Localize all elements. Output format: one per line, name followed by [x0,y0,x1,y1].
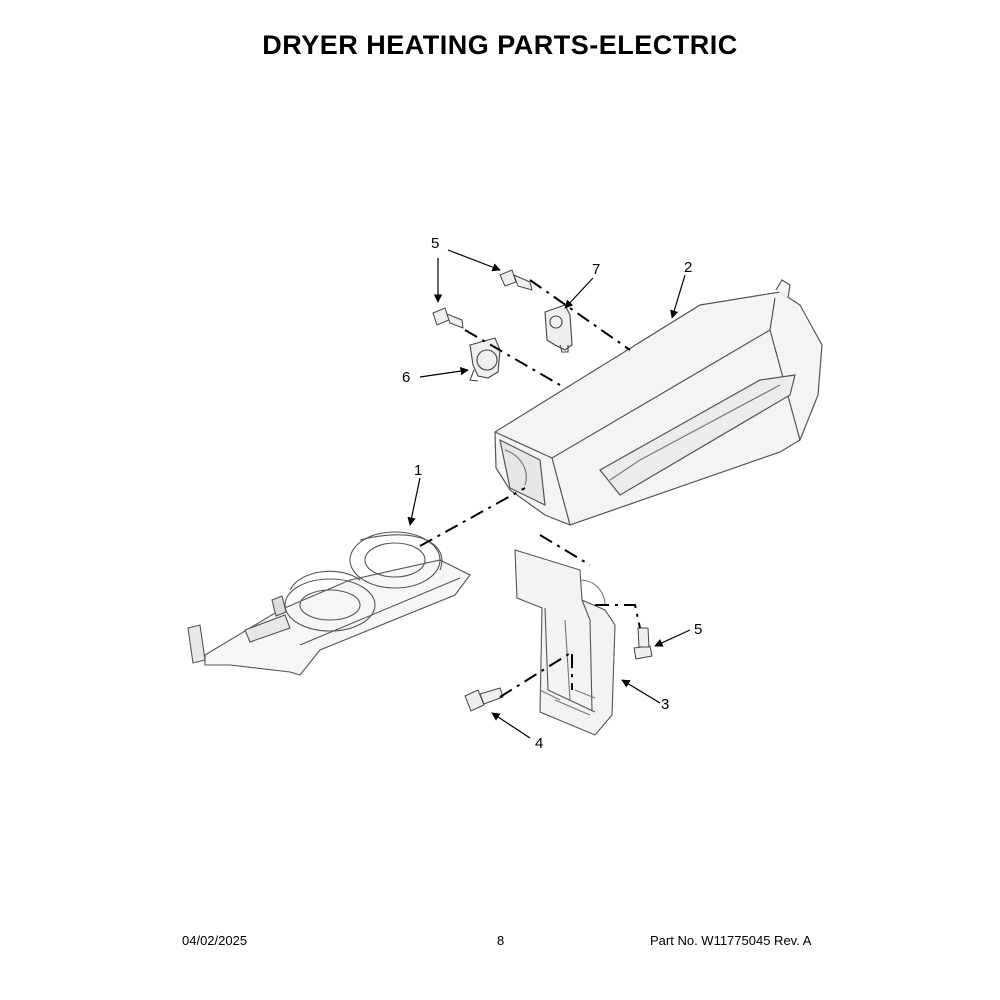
callout-6: 6 [402,369,410,386]
alignment-lines [419,279,641,698]
callout-2: 2 [684,259,692,276]
callout-4: 4 [535,735,543,752]
screw-part-5-lower [633,627,653,660]
footer-page-number: 8 [497,933,505,948]
mounting-bracket [514,549,616,736]
callout-7: 7 [592,261,600,278]
screw-part-5-upper [499,269,533,291]
footer-date: 04/02/2025 [182,933,248,948]
footer-part-number: Part No. W11775045 Rev. A [650,933,812,948]
callout-5-lower: 5 [694,621,702,638]
thermostat-part-7 [544,304,573,353]
callout-5-upper: 5 [431,235,439,252]
thermal-fuse-part-6 [469,337,501,382]
leader-arrows [407,249,691,739]
screw-part-5-mid [432,307,464,329]
heater-housing [494,279,823,526]
diagram-title: DRYER HEATING PARTS-ELECTRIC [262,30,738,60]
heating-element [187,531,471,676]
callout-1: 1 [414,462,422,479]
screw-part-4 [464,687,504,712]
callout-3: 3 [661,696,669,713]
